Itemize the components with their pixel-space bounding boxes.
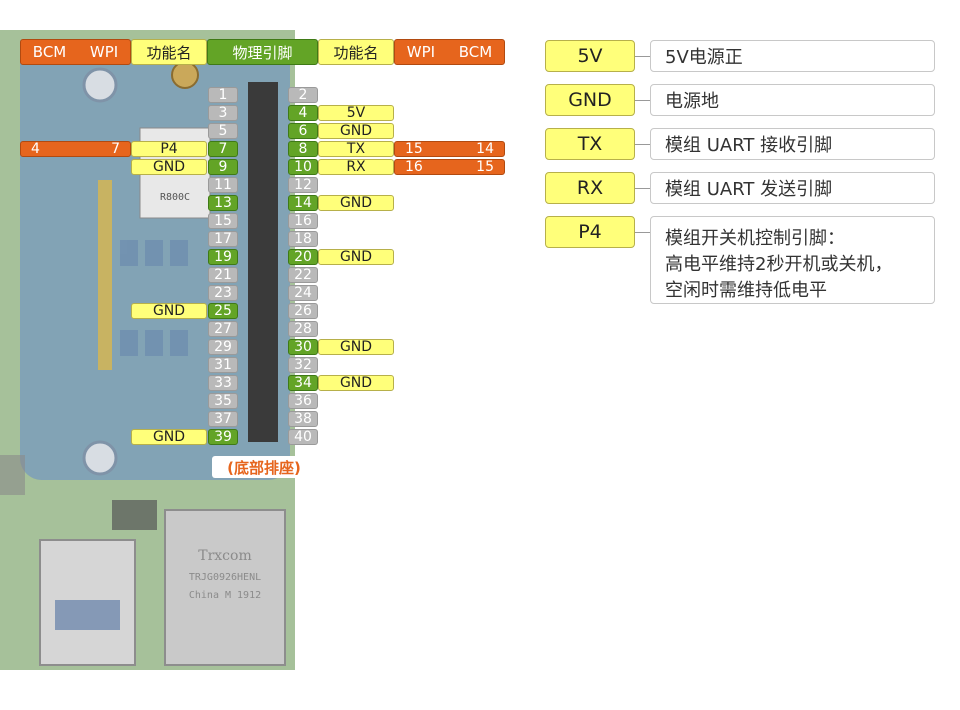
pin-7-mapping-first: 4 bbox=[31, 141, 40, 157]
pin-27: 27 bbox=[208, 321, 238, 337]
pin-5: 5 bbox=[208, 123, 238, 139]
legend-connector bbox=[635, 232, 650, 233]
pin-10-mapping-first: 16 bbox=[405, 159, 423, 175]
legend-desc-rx: 模组 UART 发送引脚 bbox=[650, 172, 935, 204]
svg-text:Trxcom: Trxcom bbox=[198, 548, 251, 564]
legend-key-5v: 5V bbox=[545, 40, 635, 72]
pin-19: 19 bbox=[208, 249, 238, 265]
pin-4-function: 5V bbox=[318, 105, 394, 121]
pin-39-function: GND bbox=[131, 429, 207, 445]
legend-desc-tx: 模组 UART 接收引脚 bbox=[650, 128, 935, 160]
pin-32: 32 bbox=[288, 357, 318, 373]
pin-7: 7 bbox=[208, 141, 238, 157]
mount-hole bbox=[82, 440, 118, 476]
pin-39: 39 bbox=[208, 429, 238, 445]
pin-8-function: TX bbox=[318, 141, 394, 157]
header-left-wpi: WPI bbox=[89, 43, 119, 61]
mount-hole bbox=[82, 67, 118, 103]
pin-20-function: GND bbox=[318, 249, 394, 265]
pin-24: 24 bbox=[288, 285, 318, 301]
header-left-function: 功能名 bbox=[131, 39, 207, 65]
pin-10-mapping-second: 15 bbox=[476, 159, 494, 175]
pin-1: 1 bbox=[208, 87, 238, 103]
pin-12: 12 bbox=[288, 177, 318, 193]
pin-20: 20 bbox=[288, 249, 318, 265]
pin-25: 25 bbox=[208, 303, 238, 319]
pin-26: 26 bbox=[288, 303, 318, 319]
pin-34: 34 bbox=[288, 375, 318, 391]
header-right-mapping: WPI BCM bbox=[394, 39, 505, 65]
header-left-bcm: BCM bbox=[32, 43, 67, 61]
legend-connector bbox=[635, 188, 650, 189]
pin-36: 36 bbox=[288, 393, 318, 409]
rj45-jack bbox=[164, 509, 286, 666]
legend-connector bbox=[635, 56, 650, 57]
pin-34-function: GND bbox=[318, 375, 394, 391]
pin-7-mapping-second: 7 bbox=[111, 141, 120, 157]
pin-6: 6 bbox=[288, 123, 318, 139]
pin-6-function: GND bbox=[318, 123, 394, 139]
svg-text:TRJG0926HENL: TRJG0926HENL bbox=[189, 572, 261, 583]
pin-4: 4 bbox=[288, 105, 318, 121]
pin-11: 11 bbox=[208, 177, 238, 193]
header-right-bcm: BCM bbox=[458, 43, 493, 61]
pin-9: 9 bbox=[208, 159, 238, 175]
module-label: R800C bbox=[160, 192, 190, 203]
pin-33: 33 bbox=[208, 375, 238, 391]
pin-3: 3 bbox=[208, 105, 238, 121]
pin-31: 31 bbox=[208, 357, 238, 373]
pin-14-function: GND bbox=[318, 195, 394, 211]
pin-8: 8 bbox=[288, 141, 318, 157]
pin-40: 40 bbox=[288, 429, 318, 445]
pin-29: 29 bbox=[208, 339, 238, 355]
header-physical: 物理引脚 bbox=[207, 39, 318, 65]
legend-desc-5v: 5V电源正 bbox=[650, 40, 935, 72]
pin-30: 30 bbox=[288, 339, 318, 355]
legend-key-rx: RX bbox=[545, 172, 635, 204]
pin-10: 10 bbox=[288, 159, 318, 175]
legend-desc-p4: 模组开关机控制引脚： 高电平维持2秒开机或关机， 空闲时需维持低电平 bbox=[650, 216, 935, 304]
legend-connector bbox=[635, 100, 650, 101]
gpio-header bbox=[248, 82, 278, 442]
pin-8-mapping-first: 15 bbox=[405, 141, 423, 157]
pin-35: 35 bbox=[208, 393, 238, 409]
pin-9-function: GND bbox=[131, 159, 207, 175]
pin-8-mapping-second: 14 bbox=[476, 141, 494, 157]
legend-key-gnd: GND bbox=[545, 84, 635, 116]
legend-key-p4: P4 bbox=[545, 216, 635, 248]
pin-25-function: GND bbox=[131, 303, 207, 319]
bottom-connector-note: (底部排座) bbox=[212, 456, 316, 478]
pin-14: 14 bbox=[288, 195, 318, 211]
header-left-mapping: BCM WPI bbox=[20, 39, 131, 65]
pin-28: 28 bbox=[288, 321, 318, 337]
pin-2: 2 bbox=[288, 87, 318, 103]
legend-key-tx: TX bbox=[545, 128, 635, 160]
pin-18: 18 bbox=[288, 231, 318, 247]
pin-7-function: P4 bbox=[131, 141, 207, 157]
header-right-wpi: WPI bbox=[406, 43, 436, 61]
legend-desc-gnd: 电源地 bbox=[650, 84, 935, 116]
pin-38: 38 bbox=[288, 411, 318, 427]
header-right-function: 功能名 bbox=[318, 39, 394, 65]
pin-22: 22 bbox=[288, 267, 318, 283]
pin-13: 13 bbox=[208, 195, 238, 211]
pin-16: 16 bbox=[288, 213, 318, 229]
legend-connector bbox=[635, 144, 650, 145]
svg-text:China M 1912: China M 1912 bbox=[189, 590, 261, 601]
pin-30-function: GND bbox=[318, 339, 394, 355]
pin-37: 37 bbox=[208, 411, 238, 427]
pin-10-function: RX bbox=[318, 159, 394, 175]
pin-23: 23 bbox=[208, 285, 238, 301]
pin-15: 15 bbox=[208, 213, 238, 229]
pin-21: 21 bbox=[208, 267, 238, 283]
pin-17: 17 bbox=[208, 231, 238, 247]
